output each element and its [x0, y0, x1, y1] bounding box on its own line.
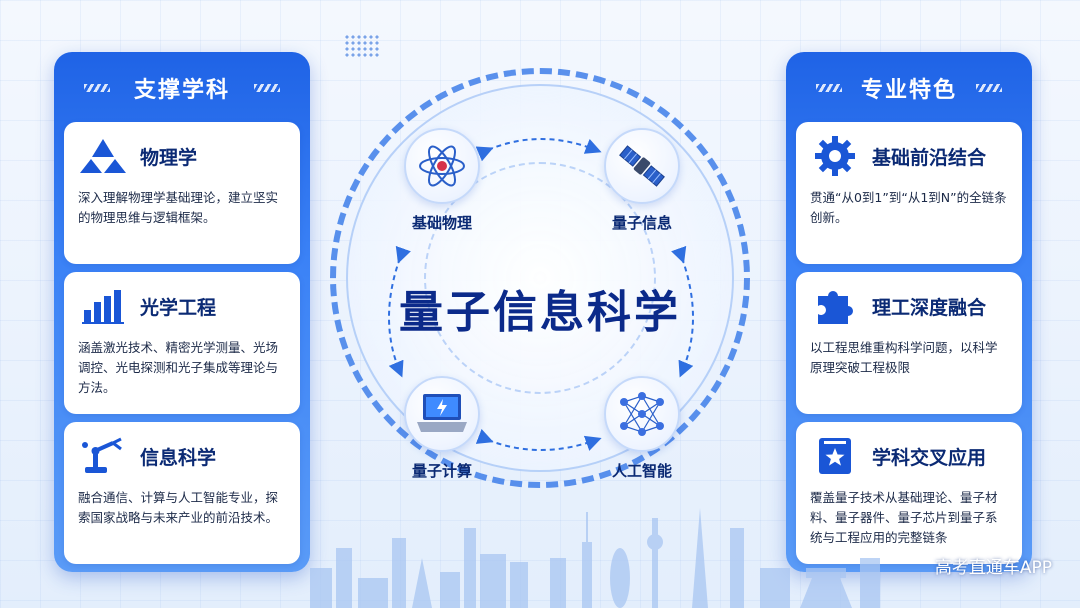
- node-label: 量子计算: [411, 462, 472, 480]
- node-basic-physics: 基础物理: [392, 128, 492, 233]
- discipline-card-physics: 物理学 深入理解物理学基础理论，建立坚实的物理思维与逻辑框架。: [64, 122, 300, 264]
- bar-chart-icon: [78, 284, 128, 328]
- discipline-card-information-science: 信息科学 融合通信、计算与人工智能专业，探索国家战略与未来产业的前沿技术。: [64, 422, 300, 564]
- node-quantum-information: 量子信息: [592, 128, 692, 233]
- node-label: 基础物理: [411, 214, 472, 232]
- card-title: 学科交叉应用: [872, 446, 987, 469]
- card-description: 深入理解物理学基础理论，建立坚实的物理思维与逻辑框架。: [78, 190, 279, 225]
- triangle-icon: [78, 134, 128, 178]
- atom-icon: [404, 128, 480, 204]
- outer-dashed-ring: [330, 68, 750, 488]
- feature-card-integration: 理工深度融合 以工程思维重构科学问题，以科学原理突破工程极限: [796, 272, 1022, 414]
- robot-arm-icon: [78, 434, 128, 478]
- star-badge-icon: [810, 434, 860, 478]
- panel-header: 专业特色: [796, 62, 1022, 114]
- card-title: 光学工程: [140, 296, 217, 319]
- neural-network-icon: [604, 376, 680, 452]
- satellite-icon: [604, 128, 680, 204]
- feature-card-interdisciplinary: 学科交叉应用 覆盖量子技术从基础理论、量子材料、量子器件、量子芯片到量子系统与工…: [796, 422, 1022, 564]
- panel-title: 专业特色: [860, 78, 957, 103]
- card-title: 物理学: [140, 146, 198, 169]
- card-description: 涵盖激光技术、精密光学测量、光场调控、光电探测和光子集成等理论与方法。: [78, 340, 279, 395]
- feature-card-frontier: 基础前沿结合 贯通“从0到1”到“从1到N”的全链条创新。: [796, 122, 1022, 264]
- program-features-panel: 专业特色: [786, 52, 1032, 572]
- node-quantum-computing: 量子计算: [392, 376, 492, 481]
- inner-dashed-ring: [424, 162, 656, 394]
- card-title: 信息科学: [140, 446, 217, 469]
- supporting-disciplines-panel: 支撑学科 物理学 深入理解物理学基础理论，建立坚实的物理思维与逻辑框架。: [54, 52, 310, 572]
- card-description: 覆盖量子技术从基础理论、量子材料、量子器件、量子芯片到量子系统与工程应用的完整链…: [810, 490, 998, 545]
- stripe-decoration: [254, 84, 280, 92]
- card-title: 理工深度融合: [872, 296, 987, 319]
- panel-header: 支撑学科: [64, 62, 300, 114]
- card-description: 融合通信、计算与人工智能专业，探索国家战略与未来产业的前沿技术。: [78, 490, 279, 525]
- card-description: 贯通“从0到1”到“从1到N”的全链条创新。: [810, 190, 1007, 225]
- city-skyline-illustration: [310, 508, 880, 608]
- decorative-dots: [344, 34, 380, 58]
- puzzle-icon: [810, 284, 860, 328]
- card-description: 以工程思维重构科学问题，以科学原理突破工程极限: [810, 340, 998, 375]
- gear-icon: [810, 134, 860, 178]
- card-title: 基础前沿结合: [872, 146, 987, 169]
- stripe-decoration: [84, 84, 110, 92]
- stripe-decoration: [816, 84, 842, 92]
- node-label: 人工智能: [611, 462, 672, 480]
- center-title: 量子信息科学: [399, 287, 681, 338]
- panel-title: 支撑学科: [133, 78, 230, 103]
- stripe-decoration: [976, 84, 1002, 92]
- discipline-card-optical-engineering: 光学工程 涵盖激光技术、精密光学测量、光场调控、光电探测和光子集成等理论与方法。: [64, 272, 300, 414]
- node-artificial-intelligence: 人工智能: [592, 376, 692, 481]
- node-label: 量子信息: [611, 214, 672, 232]
- laptop-icon: [404, 376, 480, 452]
- watermark: 高考直通车APP: [934, 558, 1052, 578]
